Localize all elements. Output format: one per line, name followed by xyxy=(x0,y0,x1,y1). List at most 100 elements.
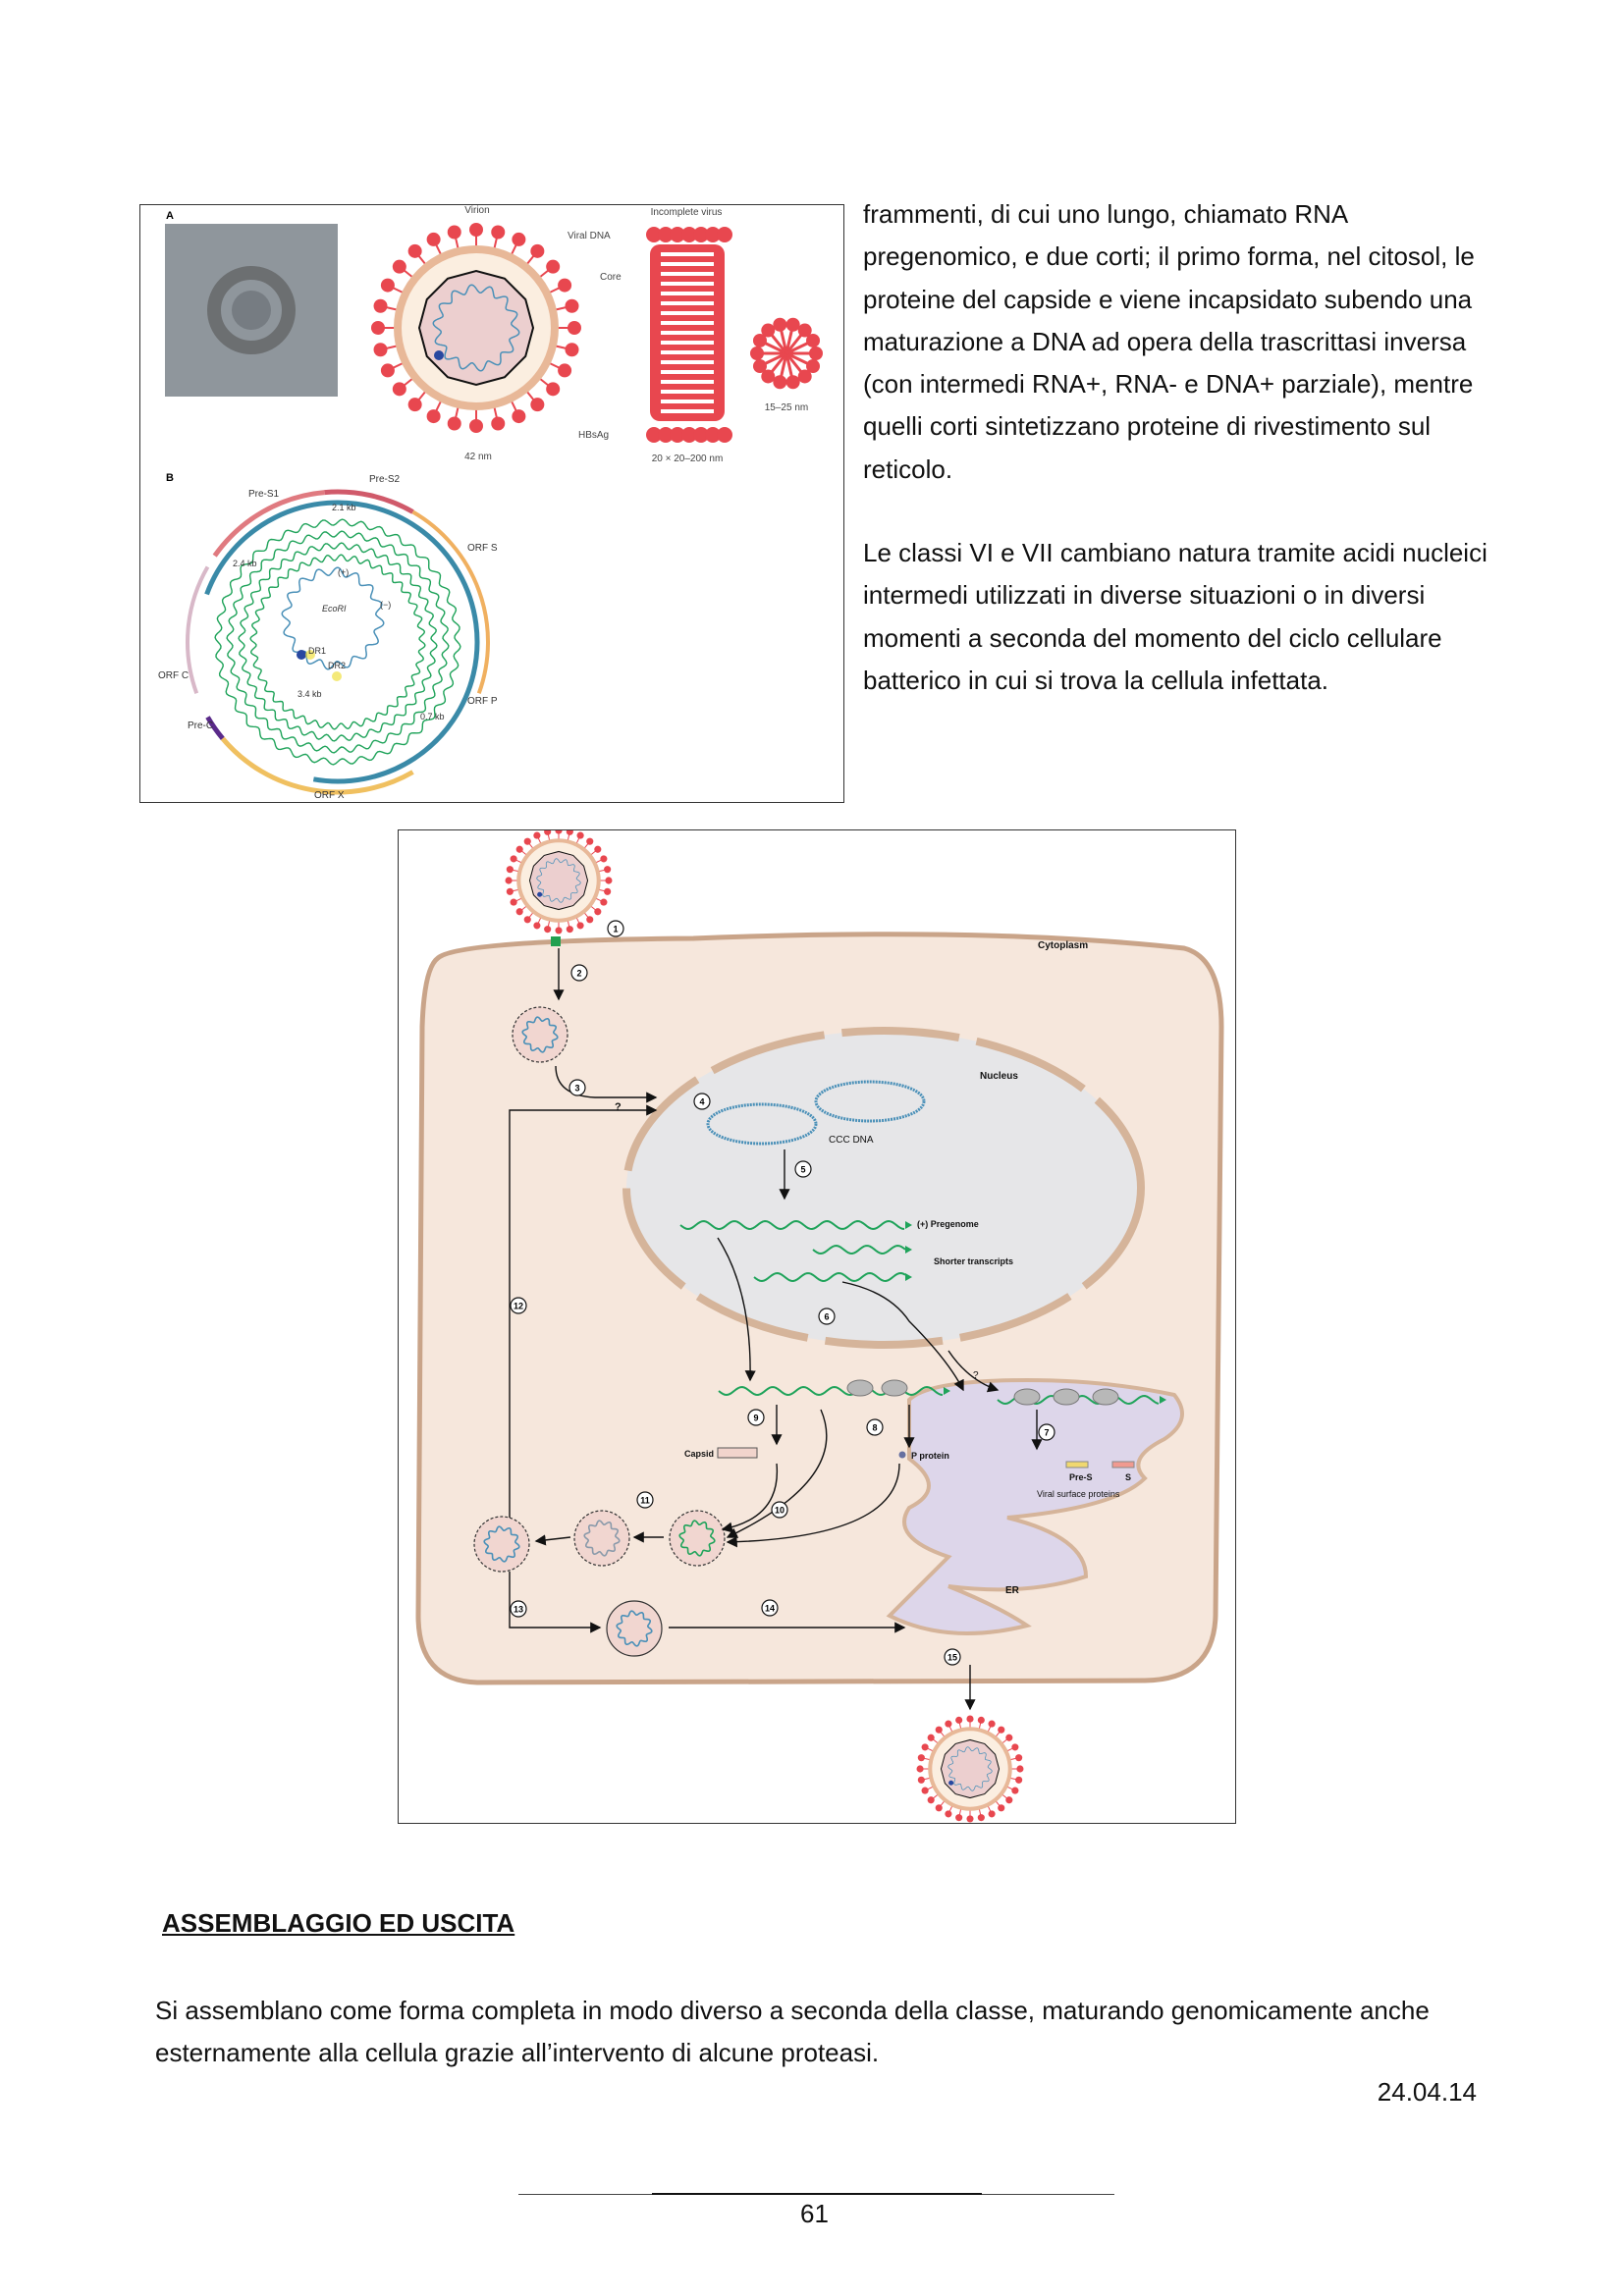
spike-head xyxy=(373,343,388,357)
rod-spike xyxy=(705,427,721,443)
dr2-label: DR2 xyxy=(328,661,346,670)
rod-stripe xyxy=(661,380,714,384)
spike-head xyxy=(594,908,602,916)
polymerase xyxy=(537,891,543,897)
spike-head xyxy=(955,1814,963,1822)
spike-head xyxy=(966,1815,974,1823)
sphere-spike xyxy=(752,359,767,374)
spike-head xyxy=(594,845,602,853)
spike-head xyxy=(605,877,613,884)
rod-stripe xyxy=(661,360,714,364)
spike-head xyxy=(921,1787,929,1794)
capsid-label: Capsid xyxy=(684,1449,714,1459)
spike-head xyxy=(523,837,531,845)
step-marker xyxy=(1038,1423,1055,1441)
orf-x-label: ORF X xyxy=(314,790,345,801)
spike-head xyxy=(916,1765,924,1773)
plus-strand-label: (+) xyxy=(338,567,349,577)
spike-head xyxy=(533,831,541,839)
rod-stripe xyxy=(661,390,714,394)
nucleocapsid-genome xyxy=(521,1016,559,1053)
step-number: 10 xyxy=(775,1506,784,1516)
step-number: 3 xyxy=(574,1084,579,1094)
rod-spike xyxy=(681,227,697,242)
incomplete-virus-label: Incomplete virus xyxy=(651,207,723,218)
spike-head xyxy=(935,1804,943,1812)
rna-transcript xyxy=(249,554,426,730)
rod-stripe xyxy=(661,301,714,305)
spike-head xyxy=(426,409,441,424)
arrow xyxy=(947,1350,1000,1393)
viral-dna xyxy=(432,284,520,372)
viral-dna xyxy=(536,858,581,903)
arrow xyxy=(721,1463,779,1533)
orf-c-label: ORF C xyxy=(158,670,189,681)
spike-head xyxy=(447,225,461,240)
kb07-label: 0.7 kb xyxy=(420,712,445,721)
rod-spike xyxy=(693,227,709,242)
spike-head xyxy=(921,1743,929,1751)
replication-cycle-diagram: Cytoplasm Nucleus CCC DNA (+) Pregenome … xyxy=(415,830,1224,1823)
orf-p-arc xyxy=(204,500,480,784)
panel-a-label: A xyxy=(166,210,174,222)
spike-head xyxy=(566,926,573,934)
arrow xyxy=(555,1065,658,1103)
step-marker xyxy=(607,920,624,937)
spike-head xyxy=(380,278,395,293)
nucleus xyxy=(626,1031,1141,1345)
spike-head xyxy=(977,1716,985,1724)
virion-illustration xyxy=(371,223,581,433)
step-marker xyxy=(693,1093,711,1110)
spike-head xyxy=(558,363,572,378)
spike-head xyxy=(426,232,441,246)
p-protein-label: P protein xyxy=(911,1451,949,1461)
step-number: 9 xyxy=(753,1414,758,1423)
step-number: 5 xyxy=(800,1165,805,1175)
core-capsid xyxy=(528,850,589,911)
rod-spike xyxy=(681,427,697,443)
hbv-genome-map xyxy=(186,489,490,795)
spike-head xyxy=(523,916,531,924)
p-protein-dot xyxy=(898,1451,906,1459)
step-marker xyxy=(818,1308,836,1325)
rod-spike xyxy=(646,427,662,443)
panel-b-label: B xyxy=(166,472,174,484)
rod-stripe xyxy=(661,400,714,403)
cytoplasm-label: Cytoplasm xyxy=(1038,940,1088,951)
rod-spike xyxy=(670,227,685,242)
arrow xyxy=(717,1237,756,1382)
core-capsid xyxy=(417,269,535,387)
micrograph-core xyxy=(232,291,271,330)
endoplasmic-reticulum xyxy=(886,1377,1184,1635)
rod-stripe xyxy=(661,252,714,256)
right-column-text: frammenti, di cui uno lungo, chiamato RN… xyxy=(863,193,1491,743)
dr2-marker xyxy=(332,671,342,681)
spike-head xyxy=(544,926,552,934)
shorter-transcripts-label: Shorter transcripts xyxy=(934,1256,1013,1266)
pre-s2-label: Pre-S2 xyxy=(369,474,401,485)
orf-x-arc xyxy=(220,736,414,795)
step-number: 11 xyxy=(640,1496,650,1506)
spike-head xyxy=(510,855,517,863)
step-number: 6 xyxy=(824,1312,829,1322)
kb24-label: 2.4 kb xyxy=(233,559,257,568)
pre-s-label: Pre-S xyxy=(1069,1472,1093,1482)
spike-head xyxy=(491,225,506,240)
nucleocapsid-genome xyxy=(678,1520,716,1557)
step-marker xyxy=(747,1409,765,1426)
section-heading: ASSEMBLAGGIO ED USCITA xyxy=(162,1908,515,1938)
spike-head xyxy=(469,419,483,433)
ribosome xyxy=(881,1379,908,1397)
rna-arrowhead xyxy=(905,1273,912,1281)
arrow xyxy=(726,1463,900,1548)
virion-size: 42 nm xyxy=(464,452,492,462)
rod-spike xyxy=(670,427,685,443)
rod-stripe xyxy=(661,272,714,276)
section-body: Si assemblano come forma completa in mod… xyxy=(155,1996,1430,2067)
spike-head xyxy=(371,321,385,335)
rod-stripe xyxy=(661,331,714,335)
spike-head xyxy=(927,1734,935,1741)
pre-c-label: Pre-C xyxy=(188,721,213,731)
date: 24.04.14 xyxy=(1377,2077,1477,2107)
spike-head xyxy=(917,1776,925,1784)
